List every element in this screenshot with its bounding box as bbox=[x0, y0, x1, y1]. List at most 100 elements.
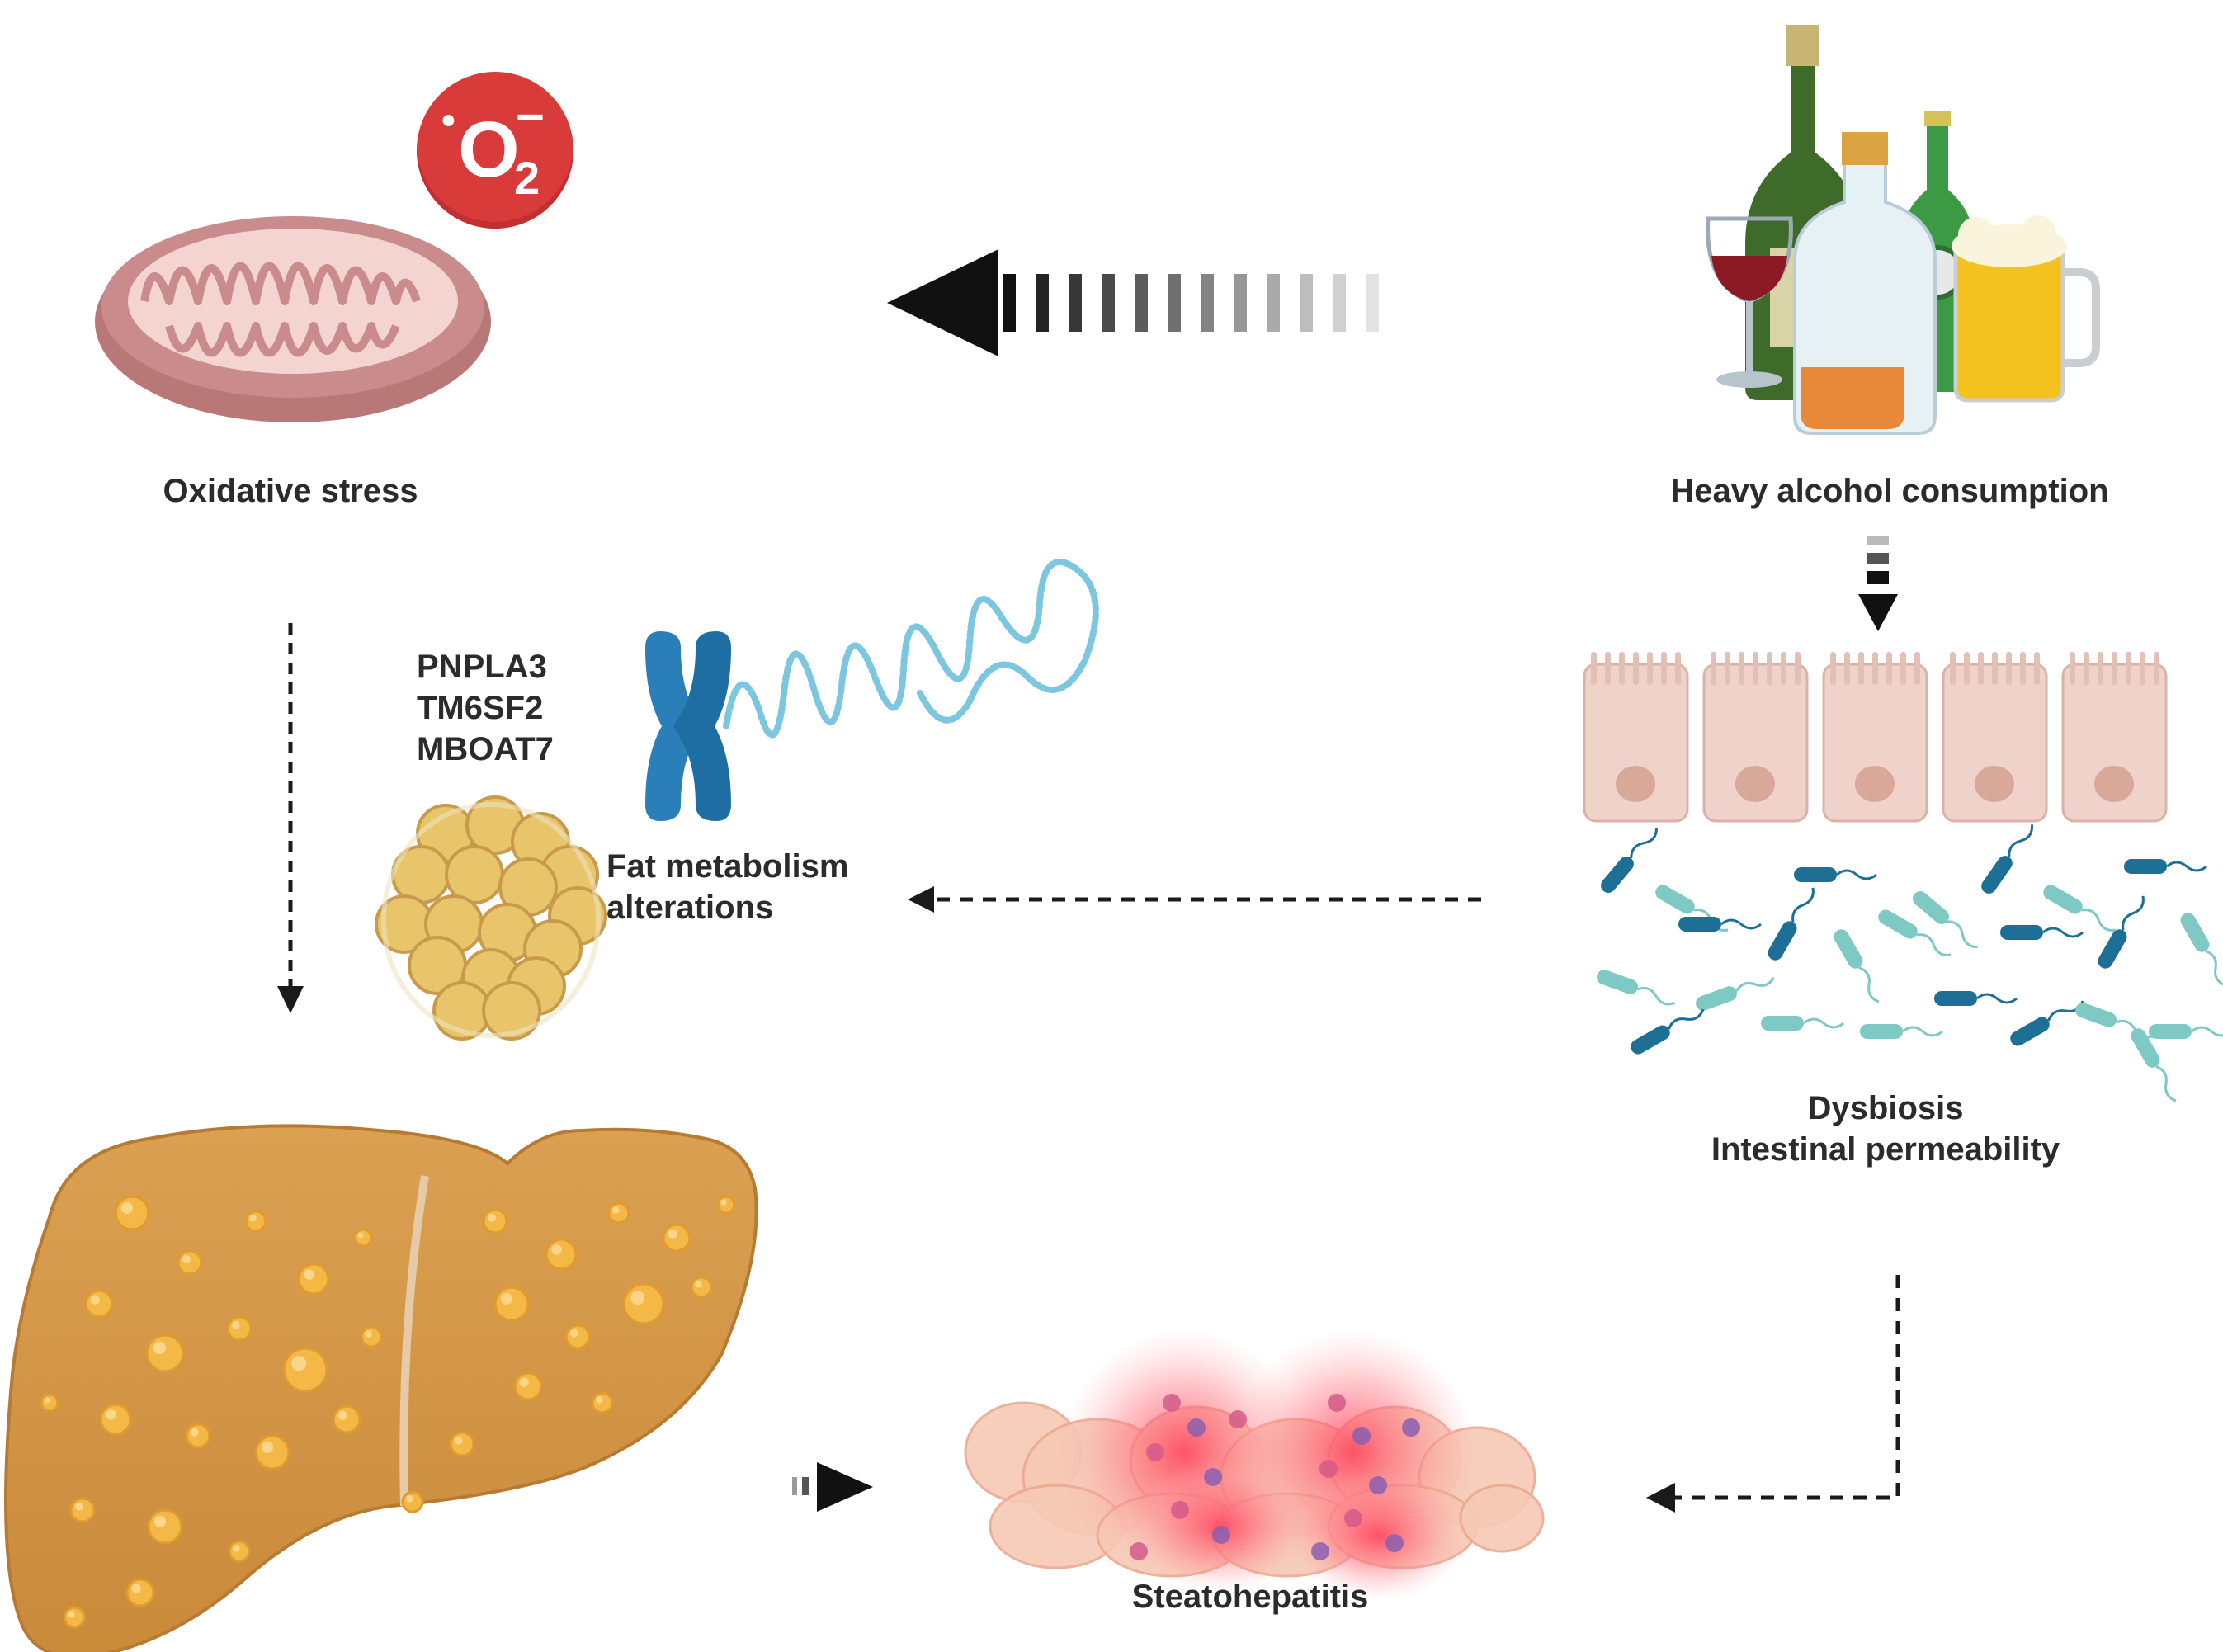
droplet-highlight bbox=[668, 1229, 677, 1239]
alcohol-to-oxidative-arrow bbox=[887, 249, 1379, 356]
liver-fat-droplet bbox=[244, 1210, 267, 1233]
droplet-highlight bbox=[154, 1516, 166, 1527]
arrow-dash bbox=[1069, 274, 1082, 332]
inflammation-glow bbox=[1287, 1469, 1469, 1601]
microvillus bbox=[1992, 652, 1998, 685]
microvillus bbox=[2034, 652, 2040, 685]
oxidative-to-liver-arrow bbox=[277, 623, 304, 1013]
mitochondria-icon bbox=[95, 216, 491, 422]
immune-cell bbox=[1212, 1526, 1230, 1544]
arrow-dash bbox=[1300, 274, 1313, 332]
microvillus bbox=[1978, 652, 1984, 685]
liver-fat-droplet bbox=[177, 1249, 203, 1276]
immune-cell bbox=[1229, 1410, 1247, 1428]
label-steatohepatitis: Steatohepatitis bbox=[1131, 1579, 1369, 1615]
droplet-highlight bbox=[233, 1545, 240, 1552]
droplet-highlight bbox=[90, 1295, 100, 1305]
immune-cell bbox=[1171, 1501, 1189, 1519]
droplet-highlight bbox=[487, 1213, 496, 1222]
bacterium bbox=[1860, 1024, 1943, 1039]
liver-fat-droplet bbox=[40, 1393, 59, 1413]
label-fat-metabolism: Fat metabolism alterations bbox=[606, 846, 848, 928]
droplet-highlight bbox=[231, 1320, 240, 1329]
microvillus bbox=[1591, 652, 1597, 685]
droplet-highlight bbox=[262, 1442, 273, 1453]
liver-fat-droplet bbox=[622, 1282, 665, 1325]
immune-cell bbox=[1163, 1394, 1181, 1412]
droplet-highlight bbox=[695, 1281, 702, 1288]
droplet-highlight bbox=[153, 1341, 167, 1355]
superoxide-base: O bbox=[458, 106, 520, 194]
bacterium bbox=[2000, 925, 2084, 940]
microvillus bbox=[2154, 652, 2159, 685]
liver-fat-droplet bbox=[564, 1324, 591, 1350]
microvillus bbox=[1633, 652, 1639, 685]
bacterium bbox=[2149, 1024, 2223, 1039]
bacterium bbox=[1678, 917, 1762, 932]
microvillus bbox=[1661, 652, 1667, 685]
bacterium bbox=[2098, 895, 2145, 969]
intestinal-epithelium-icon bbox=[1583, 652, 2168, 823]
superoxide-dot: • bbox=[441, 99, 455, 143]
hepatocyte bbox=[1459, 1484, 1545, 1553]
liver-fat-droplet bbox=[297, 1263, 330, 1296]
droplet-highlight bbox=[44, 1397, 50, 1404]
liver-fat-droplet bbox=[591, 1391, 614, 1414]
bacterium bbox=[1768, 887, 1815, 961]
arrow-dash bbox=[1168, 274, 1181, 332]
immune-cell bbox=[1204, 1468, 1222, 1486]
droplet-highlight bbox=[182, 1254, 191, 1263]
liver-fat-droplet bbox=[607, 1201, 630, 1225]
liver-fat-droplet bbox=[449, 1431, 475, 1457]
bacterium bbox=[2010, 1000, 2084, 1046]
liver-fat-droplet bbox=[662, 1223, 691, 1253]
alcohol-to-epithelium-arrow bbox=[1858, 536, 1898, 631]
liver-fat-droplet bbox=[716, 1195, 736, 1215]
dysbiosis-line2: Intestinal permeability bbox=[1711, 1131, 2060, 1168]
microvillus bbox=[1753, 652, 1758, 685]
droplet-highlight bbox=[454, 1436, 463, 1445]
microvillus bbox=[1900, 652, 1906, 685]
microvillus bbox=[1844, 652, 1850, 685]
droplet-highlight bbox=[106, 1409, 116, 1420]
droplet-highlight bbox=[357, 1232, 364, 1239]
microvillus bbox=[2098, 652, 2103, 685]
droplet-highlight bbox=[131, 1584, 141, 1593]
arrow-dash bbox=[1003, 274, 1016, 332]
immune-cell bbox=[1369, 1476, 1387, 1494]
label-heavy-alcohol: Heavy alcohol consumption bbox=[1670, 473, 2109, 509]
microvillus bbox=[1781, 652, 1786, 685]
microvillus bbox=[1711, 652, 1716, 685]
inflamed-tissue-icon bbox=[964, 1329, 1545, 1601]
droplet-highlight bbox=[304, 1269, 314, 1280]
microvillus bbox=[1725, 652, 1730, 685]
cell-nucleus bbox=[2094, 766, 2134, 802]
microvillus bbox=[2084, 652, 2089, 685]
liver-fat-droplet bbox=[69, 1497, 96, 1523]
liver-fat-droplet bbox=[690, 1276, 713, 1299]
immune-cell bbox=[1328, 1394, 1346, 1412]
superoxide-subscript: 2 bbox=[514, 152, 540, 204]
bacterium bbox=[1834, 929, 1880, 1003]
liver-fat-droplet bbox=[147, 1508, 183, 1545]
liver-fat-droplet bbox=[228, 1540, 251, 1563]
liver-fat-droplet bbox=[401, 1490, 424, 1513]
liver-fat-droplet bbox=[125, 1578, 155, 1607]
immune-cell bbox=[1130, 1542, 1148, 1560]
label-oxidative-stress: Oxidative stress bbox=[163, 473, 418, 509]
droplet-highlight bbox=[190, 1428, 199, 1437]
liver-fat-droplet bbox=[84, 1289, 114, 1319]
microvillus bbox=[1858, 652, 1864, 685]
microvillus bbox=[2020, 652, 2026, 685]
microvillus bbox=[1605, 652, 1611, 685]
microvillus bbox=[1950, 652, 1956, 685]
immune-cell bbox=[1319, 1460, 1338, 1478]
microvillus bbox=[1675, 652, 1681, 685]
droplet-highlight bbox=[612, 1206, 620, 1214]
droplet-highlight bbox=[501, 1293, 512, 1305]
microvillus bbox=[1795, 652, 1801, 685]
arrow-dash bbox=[1135, 274, 1148, 332]
immune-cell bbox=[1402, 1418, 1420, 1437]
fat-cells-icon bbox=[375, 795, 607, 1041]
cell-nucleus bbox=[1975, 766, 2014, 802]
